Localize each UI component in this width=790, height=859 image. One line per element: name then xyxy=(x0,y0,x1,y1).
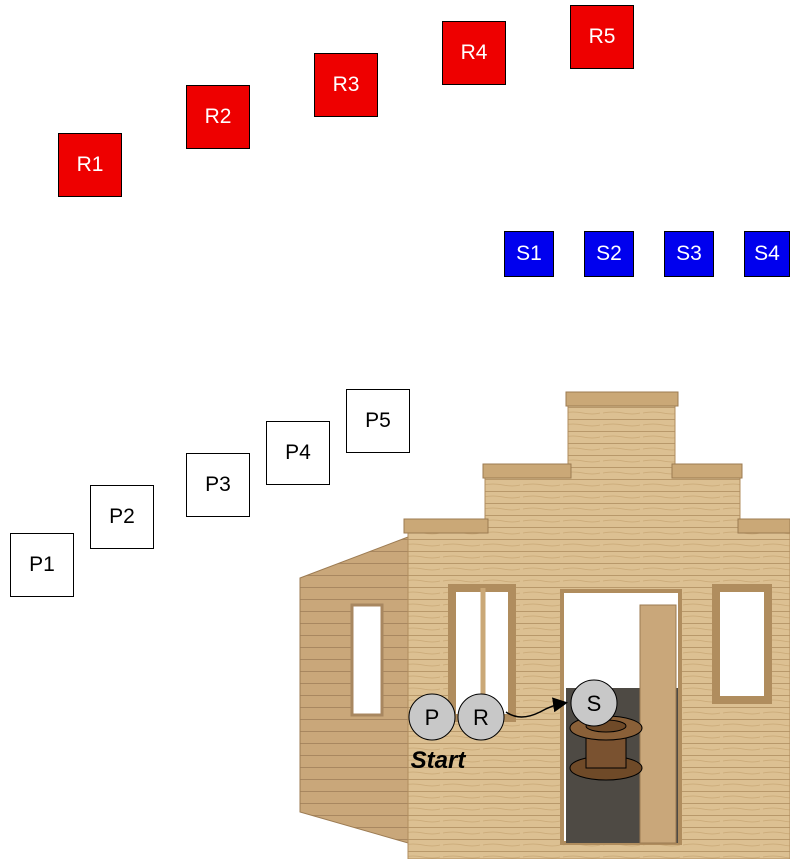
side-window xyxy=(350,603,384,717)
r-box-3[interactable]: R3 xyxy=(314,53,378,117)
p-box-5[interactable]: P5 xyxy=(346,389,410,453)
r-box-1[interactable]: R1 xyxy=(58,133,122,197)
s-box-1[interactable]: S1 xyxy=(504,231,554,277)
connector-arrow xyxy=(505,697,568,718)
p-box-3[interactable]: P3 xyxy=(186,453,250,517)
s-token-label: S xyxy=(587,691,602,716)
p-box-2[interactable]: P2 xyxy=(90,485,154,549)
p-box-4[interactable]: P4 xyxy=(266,421,330,485)
r-box-4[interactable]: R4 xyxy=(442,21,506,85)
front-window-right xyxy=(712,584,772,704)
s-token xyxy=(570,679,618,727)
r-box-2[interactable]: R2 xyxy=(186,85,250,149)
s-box-2[interactable]: S2 xyxy=(584,231,634,277)
p-token-label: P xyxy=(425,705,440,730)
p-box-1[interactable]: P1 xyxy=(10,533,74,597)
p-token xyxy=(408,693,456,741)
s-box-4[interactable]: S4 xyxy=(744,231,790,277)
s-box-3[interactable]: S3 xyxy=(664,231,714,277)
r-token xyxy=(457,693,505,741)
start-label: Start xyxy=(411,747,467,774)
r-box-5[interactable]: R5 xyxy=(570,5,634,69)
r-token-label: R xyxy=(473,705,489,730)
